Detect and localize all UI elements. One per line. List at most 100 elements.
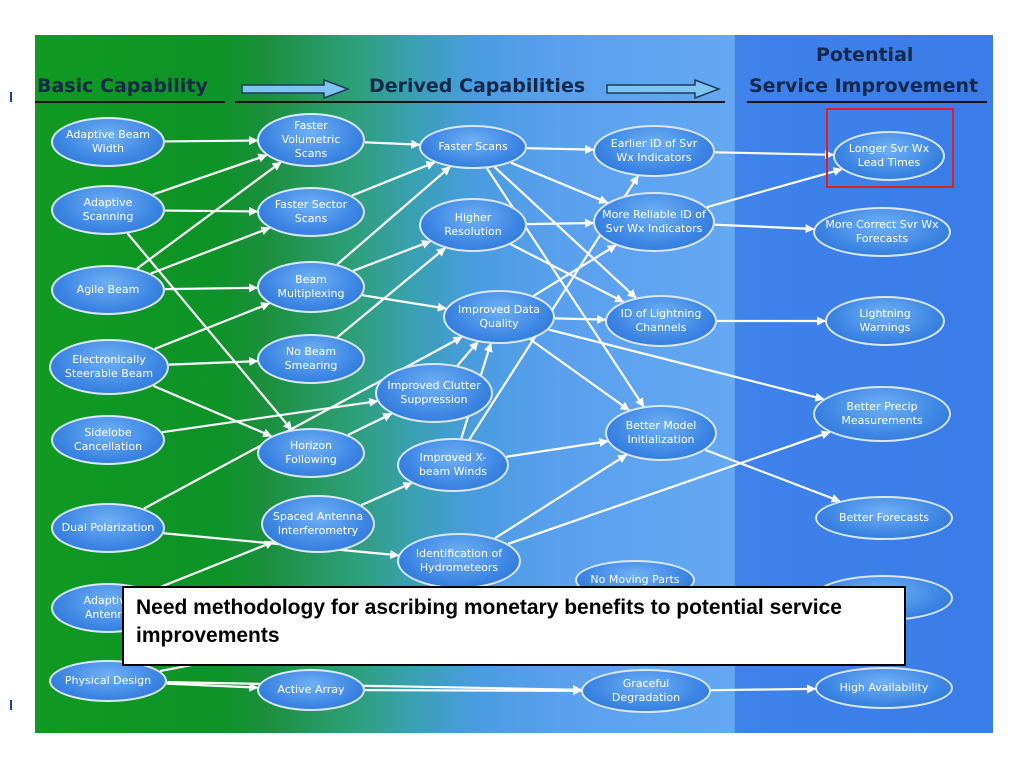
arrow-adaptive-scanning-to-faster-sector-scans <box>164 206 259 216</box>
node-label: Faster Volumetric Scans <box>281 119 341 160</box>
header-underline-basic <box>35 101 225 103</box>
arrow-adaptive-antenna-to-spaced-antenna-interferometry <box>149 540 275 593</box>
callout-text: Need methodology for ascribing monetary … <box>136 596 842 647</box>
arrow-more-reliable-id-to-more-correct-forecasts <box>714 223 815 234</box>
arrow-identification-of-hydrometeors-to-better-model-initialization <box>494 454 628 540</box>
node-label: No Beam Smearing <box>284 345 338 372</box>
node-identification-of-hydrometeors: Identification of Hydrometeors <box>397 533 521 589</box>
callout-box: Need methodology for ascribing monetary … <box>122 586 906 666</box>
arrow-adaptive-scanning-to-horizon-following <box>126 232 293 431</box>
header-underline-derived <box>235 101 725 103</box>
arrow-agile-beam-to-faster-sector-scans <box>150 226 271 275</box>
node-active-array: Active Array <box>257 669 365 711</box>
arrow-improved-data-quality-to-better-precip <box>548 328 825 402</box>
arrow-improved-data-quality-to-id-lightning-channels <box>554 314 607 324</box>
arrow-no-beam-smearing-to-higher-resolution <box>336 247 446 339</box>
arrow-beam-multiplexing-to-higher-resolution <box>352 240 432 272</box>
node-label: Identification of Hydrometeors <box>415 547 503 574</box>
node-label: Electronically Steerable Beam <box>64 353 154 380</box>
node-label: Adaptive Scanning <box>82 196 134 223</box>
node-label: Sidelobe Cancellation <box>73 426 143 453</box>
node-spaced-antenna-interferometry: Spaced Antenna Interferometry <box>261 495 375 553</box>
arrow-faster-scans-to-more-reliable-id <box>510 161 609 204</box>
node-label: More Correct Svr Wx Forecasts <box>825 218 939 245</box>
node-longer-lead-times: Longer Svr Wx Lead Times <box>833 131 945 181</box>
node-more-correct-forecasts: More Correct Svr Wx Forecasts <box>813 207 951 257</box>
node-earlier-id-svr-wx: Earlier ID of Svr Wx Indicators <box>593 125 715 177</box>
arrow-improved-xbeam-winds-to-better-model-initialization <box>506 438 609 458</box>
node-beam-multiplexing: Beam Multiplexing <box>257 261 365 313</box>
arrow-spaced-antenna-interferometry-to-improved-xbeam-winds <box>360 482 413 507</box>
node-more-reliable-id: More Reliable ID of Svr Wx Indicators <box>593 192 715 252</box>
node-label: Better Forecasts <box>838 511 929 524</box>
node-electronically-steerable-beam: Electronically Steerable Beam <box>49 339 169 395</box>
node-sidelobe-cancellation: Sidelobe Cancellation <box>51 415 165 465</box>
arrow-active-array-to-graceful-degradation <box>364 686 583 696</box>
left-margin-tick-top <box>10 92 12 102</box>
node-label: Improved Clutter Suppression <box>387 379 481 406</box>
node-label: Active Array <box>277 683 345 696</box>
node-label: Lightning Warnings <box>859 307 911 334</box>
node-graceful-degradation: Graceful Degradation <box>581 669 711 713</box>
node-improved-clutter-suppression: Improved Clutter Suppression <box>375 363 493 423</box>
node-horizon-following: Horizon Following <box>257 428 365 478</box>
arrow-identification-of-hydrometeors-to-better-precip <box>507 430 831 545</box>
node-improved-data-quality: Improved Data Quality <box>443 290 555 344</box>
node-no-beam-smearing: No Beam Smearing <box>257 334 365 384</box>
node-label: Better Model Initialization <box>625 419 697 446</box>
node-label: Graceful Degradation <box>611 677 681 704</box>
arrow-faster-scans-to-earlier-id-svr-wx <box>526 144 595 154</box>
arrow-higher-resolution-to-more-reliable-id <box>526 218 595 228</box>
arrow-improved-clutter-suppression-to-improved-data-quality <box>456 341 479 367</box>
arrow-horizon-following-to-improved-clutter-suppression <box>347 412 393 436</box>
node-better-model-initialization: Better Model Initialization <box>605 405 717 461</box>
node-physical-design: Physical Design <box>49 660 167 702</box>
arrow-agile-beam-to-faster-volumetric-scans <box>136 161 282 270</box>
node-label: Horizon Following <box>285 439 337 466</box>
arrow-physical-design-to-graceful-degradation <box>166 680 583 695</box>
node-agile-beam: Agile Beam <box>51 265 165 315</box>
node-label: Earlier ID of Svr Wx Indicators <box>610 137 698 164</box>
node-label: Improved X-beam Winds <box>418 451 488 478</box>
arrow-improved-data-quality-to-more-reliable-id <box>533 244 617 297</box>
node-dual-polarization: Dual Polarization <box>51 503 165 553</box>
node-label: Better Precip Measurements <box>841 400 923 427</box>
arrow-adaptive-beam-width-to-faster-volumetric-scans <box>164 136 259 146</box>
header-arrow-2 <box>606 78 721 100</box>
arrow-faster-volumetric-scans-to-faster-scans <box>364 139 421 149</box>
header-basic-capability: Basic Capability <box>37 75 208 97</box>
arrow-sidelobe-cancellation-to-improved-clutter-suppression <box>161 397 379 434</box>
node-adaptive-scanning: Adaptive Scanning <box>51 185 165 235</box>
node-label: Physical Design <box>64 674 152 687</box>
arrow-better-model-initialization-to-better-forecasts <box>705 448 841 503</box>
header-potential: Potential <box>816 44 914 66</box>
arrow-adaptive-scanning-to-faster-volumetric-scans <box>152 153 268 196</box>
arrow-faster-scans-to-id-lightning-channels <box>494 166 637 299</box>
node-faster-volumetric-scans: Faster Volumetric Scans <box>257 113 365 167</box>
node-high-availability: High Availability <box>815 667 953 709</box>
node-label: No Moving Parts <box>590 573 680 586</box>
node-label: Faster Scans <box>438 140 508 153</box>
left-margin-tick-bottom <box>10 700 12 710</box>
node-label: Agile Beam <box>76 283 140 296</box>
header-arrow-1 <box>241 78 350 100</box>
node-higher-resolution: Higher Resolution <box>419 198 527 252</box>
arrow-faster-sector-scans-to-faster-scans <box>351 161 436 197</box>
node-label: Adaptive Antenna <box>83 594 133 621</box>
node-label: Spaced Antenna Interferometry <box>272 510 364 537</box>
diagram-slide: Basic Capability Derived Capabilities Po… <box>35 35 993 733</box>
arrow-earlier-id-svr-wx-to-longer-lead-times <box>714 150 835 160</box>
node-label: Faster Sector Scans <box>274 198 348 225</box>
node-label: Dual Polarization <box>61 521 155 534</box>
arrow-graceful-degradation-to-high-availability <box>710 684 817 694</box>
arrow-beam-multiplexing-to-improved-data-quality <box>362 294 447 312</box>
node-label: More Reliable ID of Svr Wx Indicators <box>602 208 706 235</box>
node-label: High Availability <box>839 681 929 694</box>
node-lightning-warnings: Lightning Warnings <box>825 296 945 346</box>
arrow-electronically-steerable-beam-to-horizon-following <box>152 384 273 438</box>
node-faster-scans: Faster Scans <box>419 125 527 169</box>
arrow-physical-design-to-active-array <box>166 682 259 692</box>
node-faster-sector-scans: Faster Sector Scans <box>257 187 365 237</box>
node-adaptive-beam-width: Adaptive Beam Width <box>51 117 165 167</box>
node-improved-xbeam-winds: Improved X-beam Winds <box>397 438 509 492</box>
